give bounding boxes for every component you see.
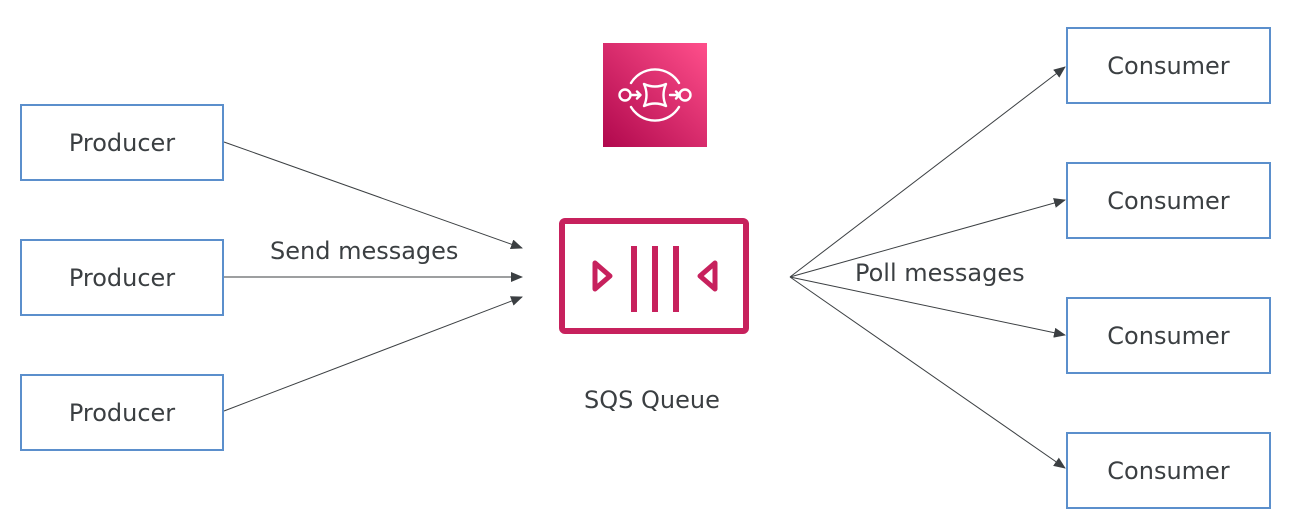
producer-box: Producer xyxy=(20,239,224,316)
poll-arrow-4 xyxy=(789,276,1066,469)
poll-messages-label: Poll messages xyxy=(855,259,1025,287)
consumer-label: Consumer xyxy=(1107,321,1230,350)
sqs-queue-icon xyxy=(559,218,749,334)
consumer-label: Consumer xyxy=(1107,186,1230,215)
consumer-box: Consumer xyxy=(1066,27,1271,104)
producer-box: Producer xyxy=(20,104,224,181)
send-arrow-1 xyxy=(223,141,523,250)
producer-label: Producer xyxy=(68,263,176,292)
consumer-label: Consumer xyxy=(1107,456,1230,485)
producer-box: Producer xyxy=(20,374,224,451)
producer-label: Producer xyxy=(68,128,176,157)
producer-label: Producer xyxy=(68,398,176,427)
consumer-box: Consumer xyxy=(1066,297,1271,374)
consumer-label: Consumer xyxy=(1107,51,1230,80)
poll-arrow-3 xyxy=(789,276,1066,338)
send-arrow-3 xyxy=(223,296,523,412)
queue-label: SQS Queue xyxy=(584,386,720,414)
consumer-box: Consumer xyxy=(1066,432,1271,509)
consumer-box: Consumer xyxy=(1066,162,1271,239)
poll-arrow-1 xyxy=(789,66,1066,278)
poll-arrow-2 xyxy=(789,198,1066,278)
amazon-sqs-logo-icon xyxy=(603,43,707,147)
send-messages-label: Send messages xyxy=(270,237,459,265)
